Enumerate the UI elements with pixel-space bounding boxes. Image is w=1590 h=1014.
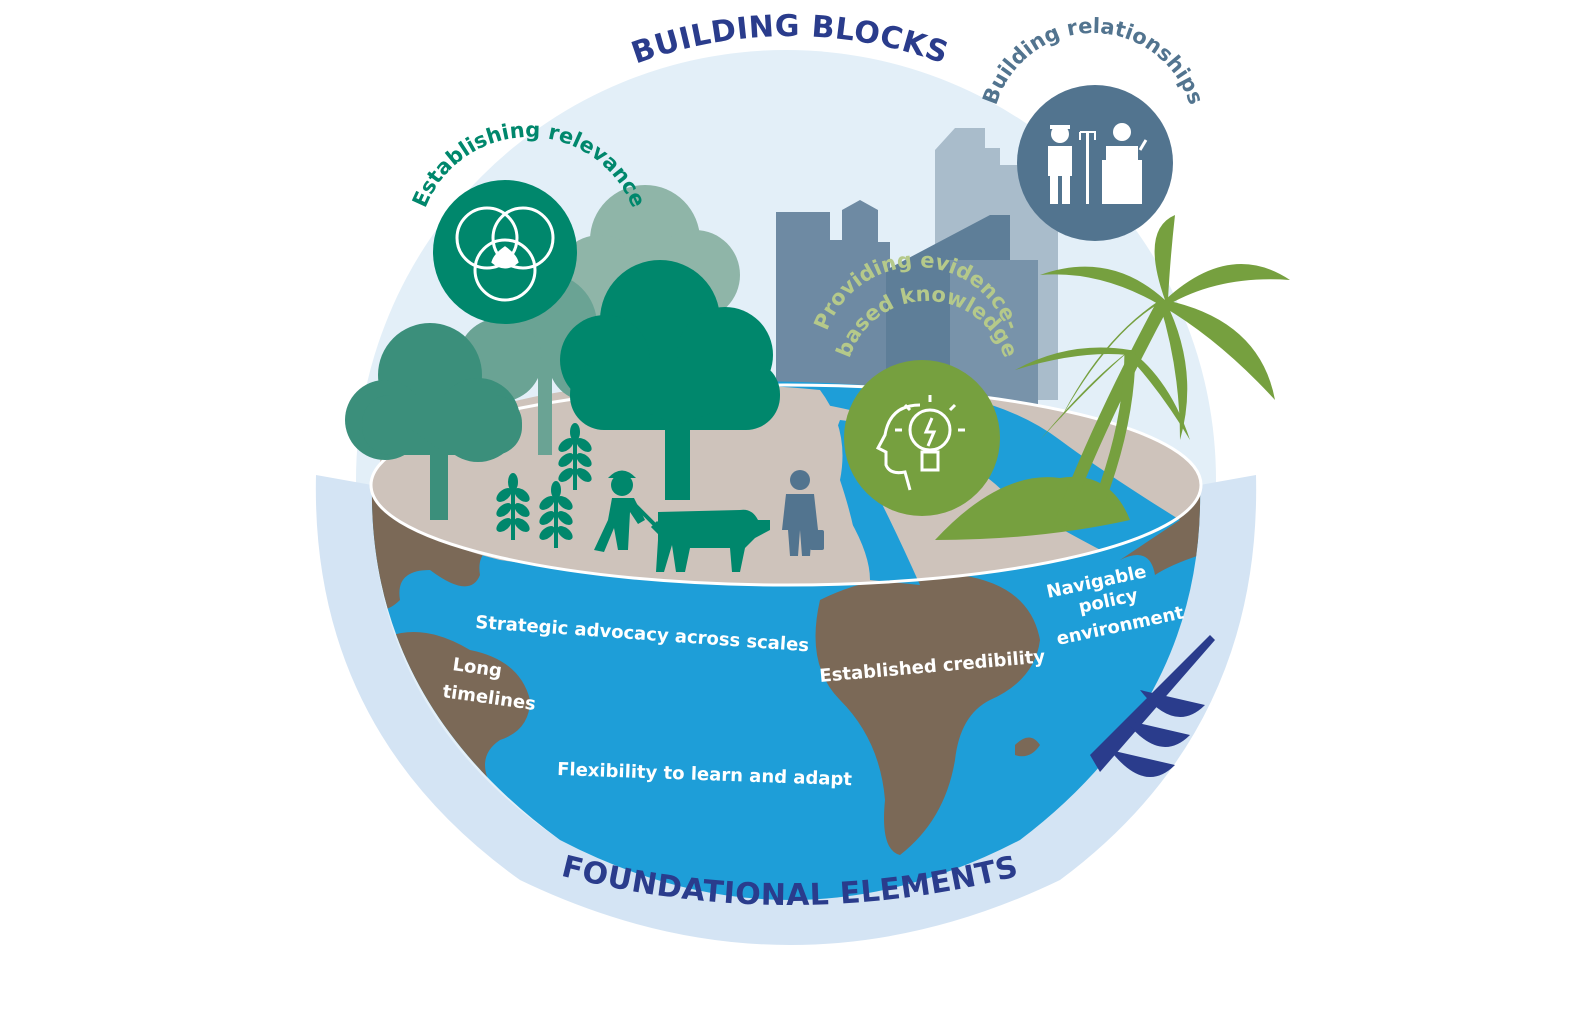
knowledge-badge (844, 360, 1000, 516)
bowl-rim (369, 383, 1203, 587)
relationships-badge (1017, 85, 1173, 241)
businessman-figure (782, 470, 824, 556)
green-hill (935, 476, 1130, 540)
sailboat-icon (1090, 635, 1215, 778)
river (520, 381, 1180, 585)
palm-trees (1015, 215, 1290, 528)
head-lightbulb-icon (875, 395, 965, 491)
land-south-america (815, 574, 1040, 855)
crop-plants (496, 423, 592, 548)
forest (345, 185, 780, 520)
venn-diagram-icon (455, 206, 555, 302)
cow-figure (656, 509, 770, 572)
farmer-figure (594, 470, 674, 552)
relevance-badge (433, 180, 577, 324)
farmer-and-speaker-icon (1048, 123, 1148, 204)
